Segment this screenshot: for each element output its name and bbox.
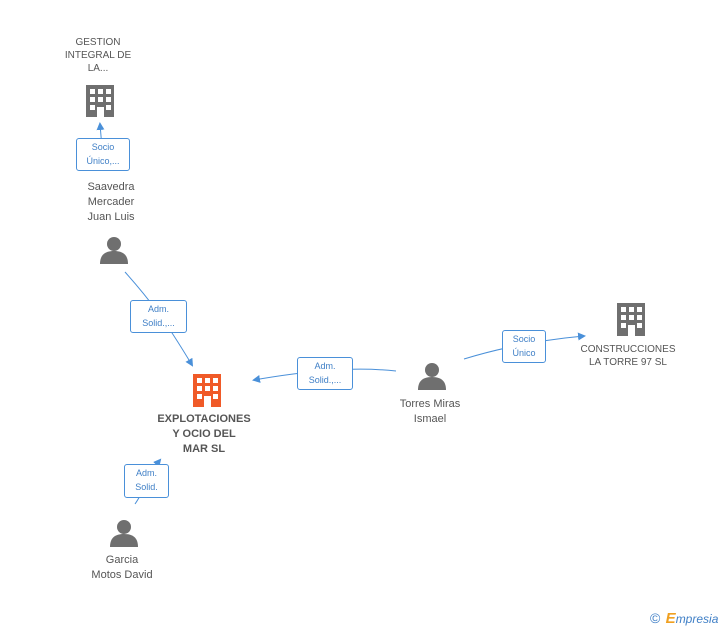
label-line: Mercader <box>87 196 135 208</box>
building-icon <box>86 85 114 117</box>
edge-label-line: Solid.,... <box>308 375 342 385</box>
node-gestion-label[interactable]: GESTION INTEGRAL DE LA... <box>48 36 148 75</box>
edge-label-torres-construcciones[interactable]: Socio Único <box>502 330 546 363</box>
edge-label-saavedra-explotaciones[interactable]: Adm. Solid.,... <box>130 300 187 333</box>
label-line: LA... <box>87 63 109 74</box>
person-icon <box>100 237 128 264</box>
node-explotaciones-label[interactable]: EXPLOTACIONES Y OCIO DEL MAR SL <box>144 412 264 457</box>
edge-label-line: Adm. <box>147 304 169 314</box>
edge-label-line: Único <box>512 348 536 358</box>
label-line: EXPLOTACIONES <box>157 413 251 425</box>
label-line: Ismael <box>413 413 447 425</box>
edge-label-line: Solid.,... <box>142 318 175 328</box>
label-line: Y OCIO DEL <box>172 428 236 440</box>
label-line: Garcia <box>105 554 139 566</box>
copyright-symbol: © <box>650 610 661 626</box>
building-icon <box>617 303 645 336</box>
label-line: LA TORRE 97 SL <box>588 357 667 368</box>
edge-label-line: Único,... <box>86 156 120 166</box>
label-line: Torres Miras <box>399 398 461 410</box>
label-line: GESTION <box>75 37 121 48</box>
label-line: MAR SL <box>182 443 226 455</box>
node-construcciones-label[interactable]: CONSTRUCCIONES LA TORRE 97 SL <box>573 343 683 369</box>
edge-label-line: Solid. <box>135 482 158 492</box>
node-garcia-label[interactable]: Garcia Motos David <box>72 553 172 583</box>
edge-label-line: Socio <box>512 334 536 344</box>
node-torres-label[interactable]: Torres Miras Ismael <box>380 397 480 427</box>
label-line: INTEGRAL DE <box>64 50 132 61</box>
edge-label-torres-explotaciones[interactable]: Adm. Solid.,... <box>297 357 353 390</box>
edge-label-line: Socio <box>91 142 115 152</box>
edge-label-saavedra-gestion[interactable]: Socio Único,... <box>76 138 130 171</box>
brand-initial: E <box>665 610 676 627</box>
node-saavedra-label[interactable]: Saavedra Mercader Juan Luis <box>61 180 161 225</box>
edge-label-garcia-explotaciones[interactable]: Adm. Solid. <box>124 464 169 498</box>
edge-label-line: Adm. <box>314 361 336 371</box>
edge-label-line: Adm. <box>135 468 157 478</box>
label-line: Juan Luis <box>87 211 135 223</box>
person-icon <box>418 363 446 390</box>
brand-name-rest: mpresia <box>675 612 719 626</box>
building-icon <box>193 374 221 407</box>
label-line: Motos David <box>91 569 153 581</box>
label-line: CONSTRUCCIONES <box>580 344 676 355</box>
empresia-logo[interactable]: © Empresia <box>650 610 718 627</box>
person-icon <box>110 520 138 547</box>
label-line: Saavedra <box>87 181 135 193</box>
